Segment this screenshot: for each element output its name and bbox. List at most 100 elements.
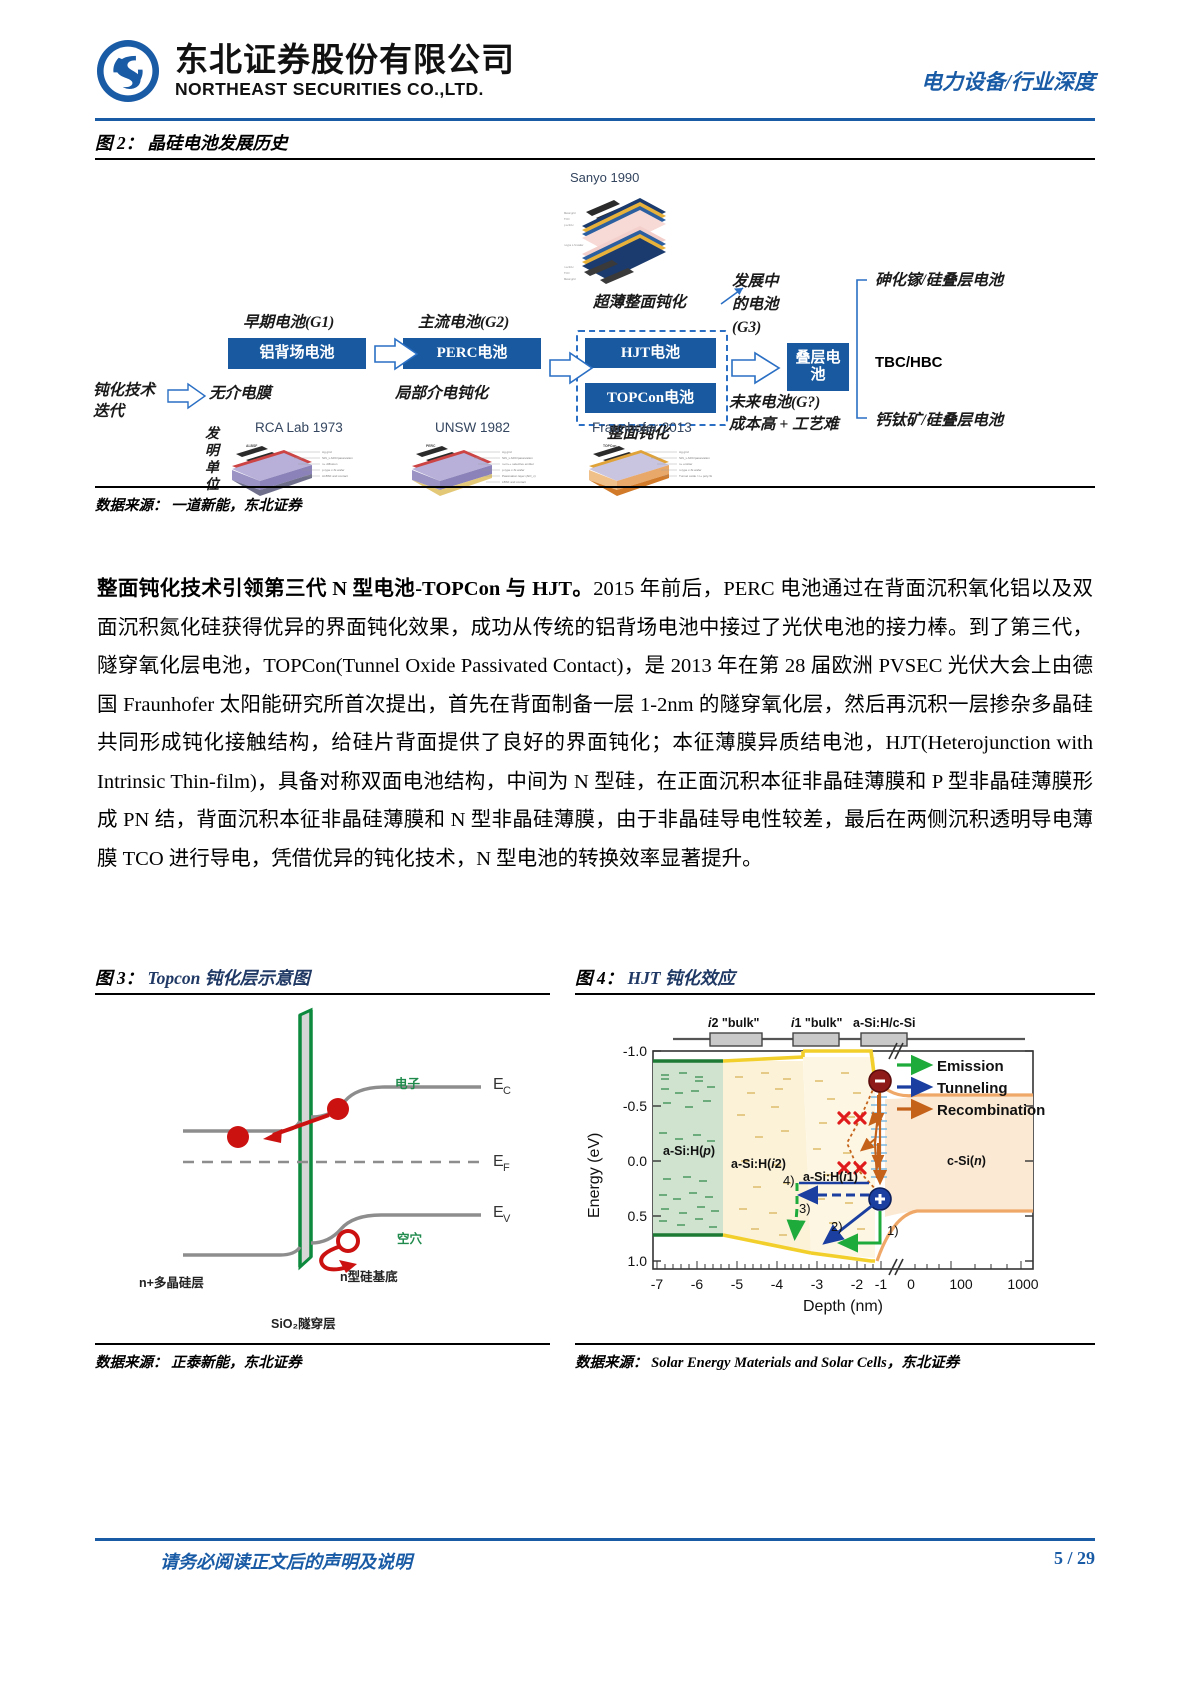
svg-text:0.5: 0.5	[628, 1208, 648, 1224]
svg-text:a-Si:H(p): a-Si:H(p)	[663, 1144, 715, 1158]
figure-3-source: 数据来源： 正泰新能，东北证券	[95, 1355, 302, 1371]
body-text: 2015 年前后，PERC 电池通过在背面沉积氧化铝以及双面沉积氮化硅获得优异的…	[97, 578, 1093, 870]
svg-text:n+/n++ selective emitter: n+/n++ selective emitter	[502, 462, 534, 466]
label-passivation-g1: 无介电膜	[209, 385, 272, 402]
svg-text:i1 "bulk": i1 "bulk"	[791, 1016, 843, 1030]
svg-text:TOPCon: TOPCon	[603, 444, 617, 448]
svg-text:n a-Si:H: n a-Si:H	[564, 265, 573, 269]
figure-4-chart: i2 "bulk" i1 "bulk" a-Si:H/c-Si	[575, 1003, 1095, 1323]
figure-2-diagram: Sanyo 1990	[93, 168, 1095, 498]
figure-2-caption: 图 2： 晶硅电池发展历史	[95, 133, 288, 153]
label-hole: 空穴	[397, 1232, 423, 1246]
svg-text:Depth (nm): Depth (nm)	[803, 1298, 883, 1315]
report-category: 电力设备/行业深度	[921, 70, 1095, 94]
body-lead: 整面钝化技术引领第三代 N 型电池-TOPCon 与 HJT。	[97, 578, 594, 600]
svg-text:E: E	[493, 1153, 504, 1170]
svg-text:Passivation layer (AlO_x): Passivation layer (AlO_x)	[502, 474, 536, 478]
svg-text:Metal grid: Metal grid	[564, 211, 576, 215]
label-gen3-developing: 发展中 的电池 (G3)	[732, 273, 779, 336]
svg-text:1): 1)	[887, 1223, 899, 1238]
thumb-title-sanyo: Sanyo 1990	[570, 170, 640, 185]
svg-text:p-type c-Si wafer: p-type c-Si wafer	[502, 468, 525, 472]
svg-text:-1: -1	[875, 1276, 888, 1292]
label-gen1: 早期电池(G1)	[243, 314, 335, 331]
svg-text:Metal grid: Metal grid	[564, 277, 576, 281]
thumb-image-fraunhofer: TOPCon	[585, 440, 760, 498]
figure-4-caption-main: HJT 钝化效应	[627, 968, 735, 988]
box-topcon-cell[interactable]: TOPCon电池	[585, 383, 716, 413]
figure-3-caption-prefix: 图 3：	[95, 968, 144, 988]
svg-text:SiN_x ARC/passivation: SiN_x ARC/passivation	[502, 456, 533, 460]
thumb-title-unsw: UNSW 1982	[435, 420, 511, 435]
svg-text:4): 4)	[783, 1173, 795, 1188]
figure-3-block: 图 3： Topcon 钝化层示意图	[95, 965, 550, 1371]
figure-4-caption-rule	[575, 993, 1095, 995]
svg-text:LBSF and contact: LBSF and contact	[502, 480, 526, 484]
thumb-image-sanyo: Metal grid TCO p a-Si:H n-type c-Si wafe…	[562, 190, 682, 295]
svg-text:Tunnel oxide / n+ poly-Si: Tunnel oxide / n+ poly-Si	[679, 474, 712, 478]
svg-text:i2 "bulk": i2 "bulk"	[708, 1016, 760, 1030]
svg-text:Ag grid: Ag grid	[502, 450, 512, 454]
svg-text:1000: 1000	[1007, 1276, 1038, 1292]
svg-text:n+ emitter: n+ emitter	[679, 462, 692, 466]
svg-text:-2: -2	[851, 1276, 864, 1292]
figure-2-bottom-rule	[95, 486, 1095, 488]
svg-text:1.0: 1.0	[628, 1253, 648, 1269]
logo-text-group: 东北证券股份有限公司 NORTHEAST SECURITIES CO.,LTD.	[175, 42, 515, 100]
box-perc-cell[interactable]: PERC电池	[403, 338, 541, 369]
label-invention-unit: 发明单位	[205, 427, 219, 493]
svg-text:-3: -3	[811, 1276, 824, 1292]
svg-text:-7: -7	[651, 1276, 664, 1292]
label-electron: 电子	[395, 1077, 421, 1091]
svg-text:TCO: TCO	[564, 217, 569, 221]
box-hjt-cell[interactable]: HJT电池	[585, 338, 716, 368]
figure-2-block: 图 2： 晶硅电池发展历史 Sanyo 1990	[93, 130, 1095, 514]
svg-text:100: 100	[949, 1276, 973, 1292]
company-name-en: NORTHEAST SECURITIES CO.,LTD.	[175, 79, 484, 99]
svg-text:-4: -4	[771, 1276, 784, 1292]
svg-text:E: E	[493, 1076, 504, 1093]
footer-disclaimer: 请务必阅读正文后的声明及说明	[160, 1552, 412, 1572]
body-paragraph: 整面钝化技术引领第三代 N 型电池-TOPCon 与 HJT。2015 年前后，…	[97, 570, 1093, 878]
svg-text:Al-BSF: Al-BSF	[246, 444, 257, 448]
label-branch-gaas-tandem: 砷化镓/硅叠层电池	[875, 272, 1004, 289]
header-divider	[95, 118, 1095, 121]
label-passivation-iteration: 钝化技术 迭代	[93, 382, 156, 420]
svg-text:SiN_x ARC/passivation: SiN_x ARC/passivation	[679, 456, 710, 460]
svg-text:n-type c-Si wafer: n-type c-Si wafer	[679, 468, 702, 472]
label-branch-tbc-hbc: TBC/HBC	[875, 354, 943, 371]
figure-3-caption-main: Topcon 钝化层示意图	[147, 968, 310, 988]
svg-text:0.0: 0.0	[628, 1153, 648, 1169]
figure-4-source: 数据来源： Solar Energy Materials and Solar C…	[575, 1355, 960, 1371]
figure-3-band-diagram: E C E F E V	[95, 1005, 550, 1295]
svg-text:V: V	[503, 1213, 511, 1225]
svg-text:Tunneling: Tunneling	[937, 1080, 1008, 1097]
box-tandem-cell[interactable]: 叠层电 池	[787, 343, 849, 391]
svg-text:Ag grid: Ag grid	[322, 450, 332, 454]
figure-4-block: 图 4： HJT 钝化效应	[575, 965, 1095, 1371]
svg-text:Ag grid: Ag grid	[679, 450, 689, 454]
label-future-cell: 未来电池(G?) 成本高 + 工艺难	[729, 394, 839, 433]
svg-text:PERC: PERC	[426, 444, 436, 448]
svg-text:-6: -6	[691, 1276, 704, 1292]
thumb-title-fraunhofer: Fraunhofer 2013	[592, 420, 692, 435]
svg-text:-5: -5	[731, 1276, 744, 1292]
svg-text:C: C	[503, 1085, 511, 1097]
box-albsf-cell[interactable]: 铝背场电池	[228, 338, 366, 369]
svg-text:3): 3)	[799, 1201, 811, 1216]
label-full-face-passivation: 整面钝化	[607, 425, 670, 442]
figure-3-caption: 图 3： Topcon 钝化层示意图	[95, 965, 310, 990]
svg-text:c-Si(n): c-Si(n)	[947, 1154, 986, 1168]
thumb-image-rca: Al-BSF	[228, 440, 403, 498]
svg-text:n-type c-Si wafer: n-type c-Si wafer	[564, 243, 584, 247]
svg-text:Recombination: Recombination	[937, 1102, 1045, 1119]
thumb-title-rca: RCA Lab 1973	[255, 420, 343, 435]
figure-4-caption: 图 4： HJT 钝化效应	[575, 965, 735, 990]
label-nsi-substrate: n型硅基底	[340, 1270, 398, 1284]
figure-3-caption-rule	[95, 993, 550, 995]
label-gen2: 主流电池(G2)	[418, 314, 510, 331]
label-passivation-g2: 局部介电钝化	[395, 385, 489, 402]
footer-divider	[95, 1538, 1095, 1541]
svg-text:Emission: Emission	[937, 1058, 1004, 1075]
footer-page-number: 5 / 29	[1053, 1548, 1095, 1568]
